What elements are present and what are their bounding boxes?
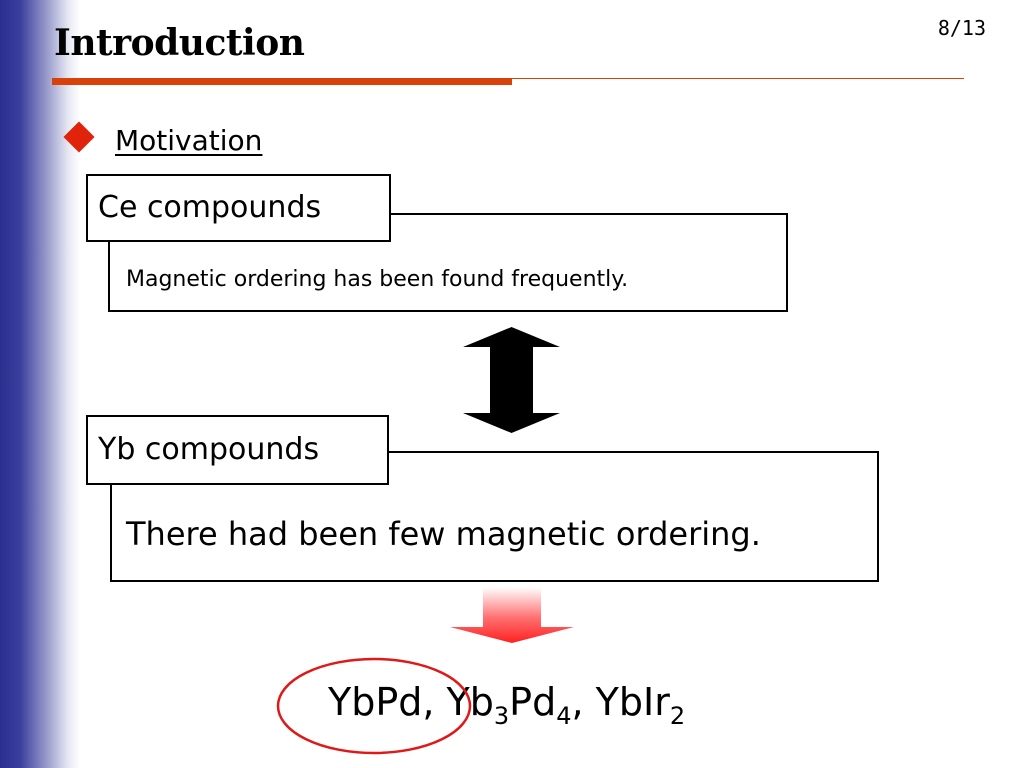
yb-label-box: Yb compounds <box>86 415 389 485</box>
yb-description-text: There had been few magnetic ordering. <box>126 515 761 553</box>
page-number: 8/13 <box>937 16 986 40</box>
double-arrow-icon <box>463 327 560 433</box>
yb-description-box: There had been few magnetic ordering. <box>110 451 879 582</box>
compound-formulas: YbPd, Yb3Pd4, YbIr2 <box>328 680 685 728</box>
title-rule-thin <box>512 78 964 79</box>
formula-subscript: 2 <box>669 702 686 730</box>
slide-title: Introduction <box>54 22 305 64</box>
title-rule-thick <box>52 78 512 85</box>
formula-subscript: 3 <box>493 702 510 730</box>
ce-description-box: Magnetic ordering has been found frequen… <box>108 213 788 312</box>
section-heading: Motivation <box>115 124 263 157</box>
ce-description-text: Magnetic ordering has been found frequen… <box>126 267 629 292</box>
formula-subscript: 4 <box>556 702 572 730</box>
formula-ybir2-base: YbIr <box>595 680 670 724</box>
ce-label-text: Ce compounds <box>98 190 322 225</box>
formula-ybpd: YbPd <box>328 680 423 724</box>
highlight-ellipse <box>276 657 472 755</box>
ce-label-box: Ce compounds <box>86 174 391 242</box>
formula-separator: , <box>422 680 447 724</box>
formula-yb3pd4-mid: Pd <box>509 680 557 724</box>
left-decorative-band <box>0 0 80 768</box>
formula-separator: , <box>571 680 596 724</box>
yb-label-text: Yb compounds <box>98 432 320 467</box>
down-arrow-icon <box>450 587 574 643</box>
